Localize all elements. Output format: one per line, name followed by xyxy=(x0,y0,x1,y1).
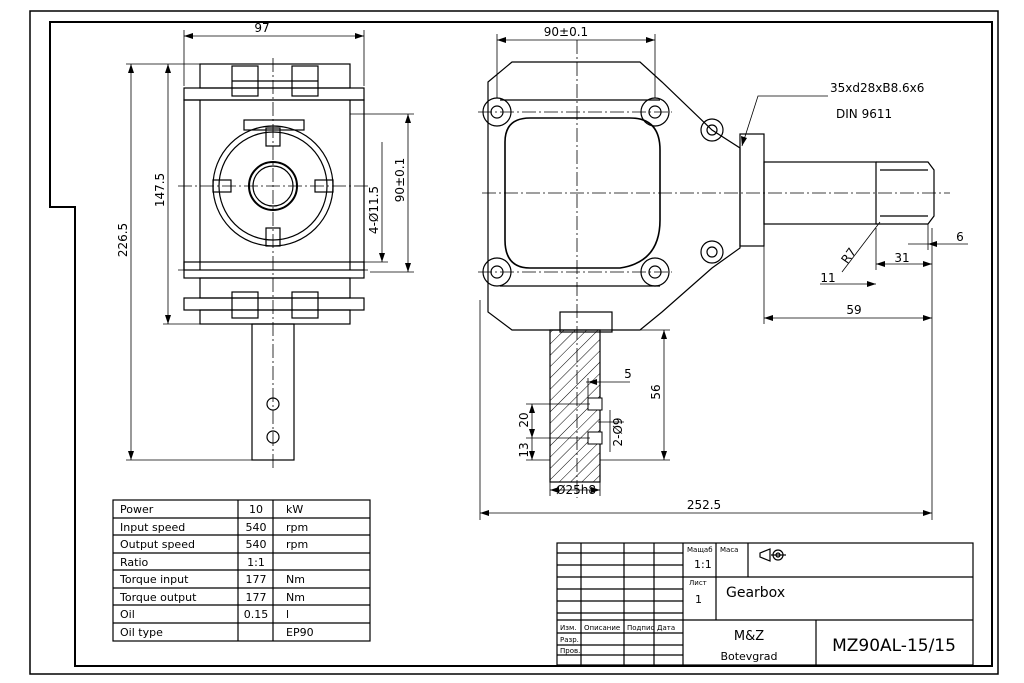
spec-unit: rpm xyxy=(286,521,308,534)
spec-value: 540 xyxy=(246,521,267,534)
spec-value: 10 xyxy=(249,503,263,516)
dim-20: 20 xyxy=(517,412,531,427)
spec-unit: EP90 xyxy=(286,626,314,639)
sheet-header: Лист xyxy=(689,579,707,587)
dim-226-5: 226.5 xyxy=(116,223,130,257)
front-view xyxy=(183,63,365,461)
spec-param: Power xyxy=(120,503,154,516)
side-view-centerlines xyxy=(478,40,950,498)
title-block-grid xyxy=(556,542,974,666)
title-block-column-header: Изм. xyxy=(560,624,576,632)
spec-param: Torque output xyxy=(119,591,197,604)
dim-252-5: 252.5 xyxy=(687,498,721,512)
front-view-arrows xyxy=(128,33,411,460)
spec-param: Ratio xyxy=(120,556,149,569)
dim-59: 59 xyxy=(846,303,861,317)
spec-unit: Nm xyxy=(286,573,305,586)
scale-value: 1:1 xyxy=(694,558,712,571)
dim-11: 11 xyxy=(820,271,835,285)
dim-side-90: 90±0.1 xyxy=(544,25,588,39)
dim-r7: R7 xyxy=(838,245,859,266)
title-block-column-header: Дата xyxy=(657,624,675,632)
sheet-value: 1 xyxy=(695,593,702,606)
side-view-arrows xyxy=(480,37,937,516)
company-name: M&Z xyxy=(734,629,764,644)
title-block-row-labels: Разр. Пров. xyxy=(560,636,580,655)
spec-param: Oil xyxy=(120,608,135,621)
front-view-centerlines xyxy=(178,58,370,470)
spec-value: 0.15 xyxy=(244,608,269,621)
title-block-row-label: Разр. xyxy=(560,636,579,644)
title-block-column-header: Описание xyxy=(584,624,620,632)
drawing-title: Gearbox xyxy=(726,585,785,601)
spec-table-grid xyxy=(112,499,371,642)
side-view-dimensions xyxy=(479,34,968,520)
spec-unit: Nm xyxy=(286,591,305,604)
dim-147-5: 147.5 xyxy=(153,173,167,207)
spec-param: Input speed xyxy=(120,521,185,534)
shaft-spec-line1: 35xd28xB8.6x6 xyxy=(830,81,924,95)
spec-unit: kW xyxy=(286,503,303,516)
spec-unit: rpm xyxy=(286,538,308,551)
front-view-dimensions xyxy=(126,30,414,461)
dim-6: 6 xyxy=(956,230,964,244)
spec-value: 1:1 xyxy=(247,556,265,569)
dim-97: 97 xyxy=(254,21,269,35)
spec-param: Output speed xyxy=(120,538,195,551)
scale-header: Мащаб xyxy=(687,546,713,554)
side-view-holes xyxy=(587,397,603,445)
shaft-spec-line2: DIN 9611 xyxy=(836,107,892,121)
company-city: Botevgrad xyxy=(720,650,777,663)
spec-unit: l xyxy=(286,608,289,621)
dim-13: 13 xyxy=(517,442,531,457)
dim-axis-90: 90±0.1 xyxy=(393,158,407,202)
dim-56: 56 xyxy=(649,384,663,399)
dim-5: 5 xyxy=(624,367,632,381)
spec-param: Torque input xyxy=(119,573,189,586)
dim-holes: 4-Ø11.5 xyxy=(367,186,381,234)
spec-value: 177 xyxy=(246,591,267,604)
projection-symbol-icon xyxy=(759,548,786,562)
drawing-number: MZ90AL-15/15 xyxy=(832,636,956,656)
mass-header: Маса xyxy=(720,546,738,554)
dim-31: 31 xyxy=(894,251,909,265)
spec-value: 177 xyxy=(246,573,267,586)
drawing-frame xyxy=(29,10,999,675)
dim-shaft-diameter: Ø25h8 xyxy=(556,483,596,497)
title-block-row-label: Пров. xyxy=(560,647,580,655)
spec-value: 540 xyxy=(246,538,267,551)
dim-holes-side: 2-Ø9 xyxy=(611,417,625,446)
title-block-column-header: Подпис xyxy=(627,624,655,632)
spec-param: Oil type xyxy=(120,626,163,639)
